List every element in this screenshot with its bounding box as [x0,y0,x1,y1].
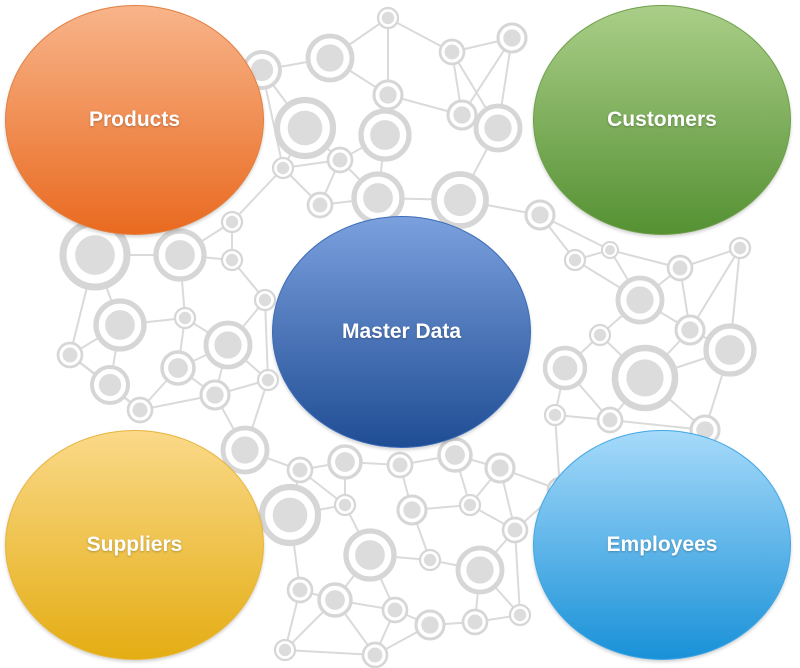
network-node [458,493,482,517]
network-node [306,191,334,219]
network-node [286,456,314,484]
network-node [358,108,412,162]
network-node [588,323,612,347]
network-node [501,516,529,544]
network-node [305,33,355,83]
network-node [542,345,588,391]
products-label: Products [88,108,180,131]
network-link [609,419,706,431]
network-node [286,576,314,604]
network-node [56,341,84,369]
network-node [343,528,397,582]
network-node [666,254,694,282]
network-node [596,406,624,434]
network-node [386,451,414,479]
network-node [220,425,270,475]
network-node [431,171,489,229]
network-link [231,167,284,223]
network-node [220,248,244,272]
network-node [418,548,442,572]
suppliers-bubble: Suppliers [5,430,264,660]
network-node [473,103,523,153]
network-node [446,99,478,131]
network-node [601,241,619,259]
network-node [273,638,297,662]
employees-bubble: Employees [533,430,791,660]
network-node [220,210,244,234]
network-node [126,396,154,424]
customers-bubble: Customers [533,5,791,235]
network-node [258,483,322,547]
network-node [396,494,428,526]
network-link [264,299,269,381]
suppliers-label: Suppliers [86,533,183,556]
network-node [524,199,556,231]
network-node [484,452,516,484]
network-node [160,350,196,386]
network-node [543,403,567,427]
network-node [437,437,473,473]
network-node [256,368,280,392]
network-node [326,146,354,174]
network-node [496,22,528,54]
products-bubble: Products [5,5,264,235]
master-data-bubble: Master Data [272,216,531,448]
network-node [351,171,405,225]
employees-label: Employees [606,533,718,556]
network-node [381,596,409,624]
network-node [90,365,130,405]
network-node [563,248,587,272]
network-node [273,96,337,160]
network-node [372,79,404,111]
network-node [414,609,446,641]
network-node [438,38,466,66]
customers-label: Customers [607,108,717,131]
network-node [317,582,353,618]
network-node [253,288,277,312]
network-node [674,314,706,346]
network-node [703,323,757,377]
network-node [376,6,400,30]
network-node [153,228,207,282]
network-node [611,344,679,412]
network-node [93,298,147,352]
network-node [199,379,231,411]
network-link [689,247,741,331]
network-node [728,236,752,260]
network-node [173,306,197,330]
network-node [271,156,295,180]
network-node [615,275,665,325]
network-link [284,649,376,656]
network-node [333,493,357,517]
network-node [203,320,253,370]
network-node [461,608,489,636]
network-link [514,529,521,616]
master-data-label: Master Data [341,320,462,343]
network-node [327,444,363,480]
network-node [508,603,532,627]
network-node [361,641,389,668]
network-node [455,545,505,595]
